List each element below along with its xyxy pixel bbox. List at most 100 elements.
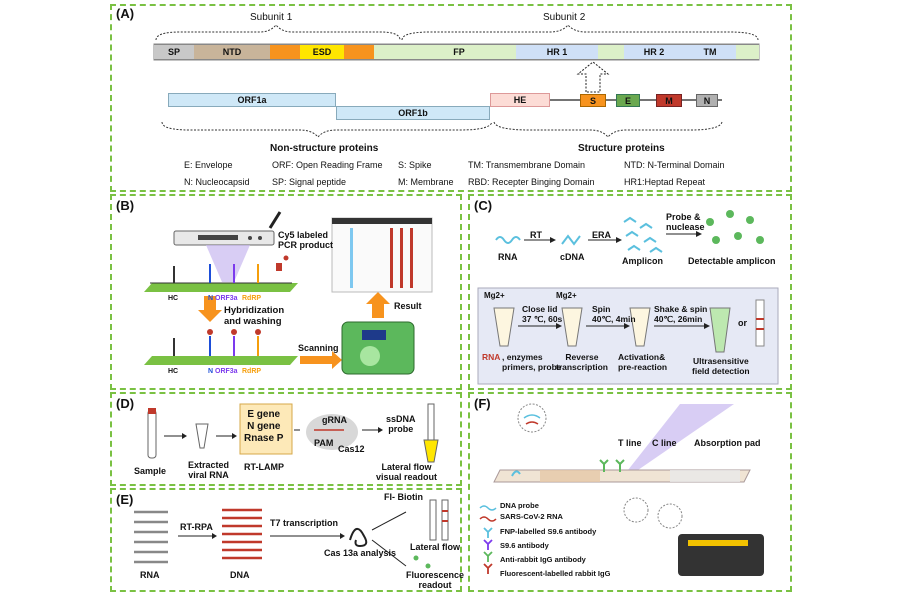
segment-esd-right	[344, 44, 374, 60]
c-shake: Shake & spin 40℃, 26min	[654, 304, 708, 324]
legend-a-6: SP: Signal peptide	[272, 177, 347, 187]
segment-sp: SP	[154, 44, 194, 60]
panel-b-label: (B)	[116, 198, 135, 213]
struct-label: Structure proteins	[578, 143, 665, 154]
f-pad: Absorption pad	[694, 438, 761, 448]
c-ultra: Ultrasensitive field detection	[692, 356, 750, 376]
nonstruct-label: Non-structure proteins	[270, 143, 379, 154]
e-cas13: Cas 13a analysis	[324, 548, 397, 558]
e-t7: T7 transcription	[270, 518, 339, 528]
subunit2-label: Subunit 2	[543, 12, 586, 23]
legend-a-8: RBD: Recepter Binging Domain	[468, 177, 595, 187]
f-legend-5: Fluorescent-labelled rabbit IgG	[500, 569, 611, 578]
c-mg1: Mg2+	[484, 291, 505, 300]
panel-e-label: (E)	[116, 492, 134, 507]
he-bar: HE	[490, 93, 550, 107]
segment-ntd: NTD	[194, 44, 270, 60]
segment-hr1: HR 1	[516, 44, 598, 60]
orf1b-bar: ORF1b	[336, 106, 490, 120]
panel-d	[110, 392, 462, 486]
segment-end	[736, 44, 759, 60]
target-n-2: N	[208, 368, 214, 375]
c-reagents: , enzymes primers, probe	[502, 352, 562, 372]
segment-hr2: HR 2	[624, 44, 684, 60]
c-rt: RT	[530, 230, 542, 240]
target-rdrp-2: RdRP	[242, 368, 262, 375]
d-pam: PAM	[314, 438, 334, 448]
c-rna: RNA	[498, 252, 518, 262]
c-spin: Spin 40℃, 4min	[592, 304, 636, 324]
gene-m: M	[656, 94, 682, 107]
f-cline: C line	[652, 438, 677, 448]
panel-d-label: (D)	[116, 396, 135, 411]
legend-a-5: N: Nucleocapsid	[184, 177, 250, 187]
segment-tm: TM	[684, 44, 736, 60]
target-rdrp-1: RdRP	[242, 295, 262, 302]
legend-a-4: NTD: N-Terminal Domain	[624, 160, 725, 170]
c-amplicon: Amplicon	[622, 256, 664, 266]
d-extracted: Extracted viral RNA	[188, 460, 230, 480]
e-fluor: Fluorescence readout	[406, 570, 465, 590]
panel-b-graphics	[144, 211, 433, 375]
f-legend-0: DNA probe	[500, 501, 539, 510]
hc-label-1: HC	[168, 295, 179, 302]
c-detectable: Detectable amplicon	[688, 256, 776, 266]
f-legend-1: SARS-CoV-2 RNA	[500, 512, 563, 521]
f-legend-3: S9.6 antibody	[500, 541, 549, 550]
e-rtrpa: RT-RPA	[180, 522, 213, 532]
target-orf3a-2: ORF3a	[215, 368, 238, 375]
segment-esd-left	[270, 44, 300, 60]
d-lateral: Lateral flow visual readout	[376, 462, 438, 482]
panel-c-graphics	[477, 210, 779, 385]
c-revtrans: Reverse transcription	[556, 352, 608, 372]
legend-a-7: M: Membrane	[398, 177, 454, 187]
e-rna: RNA	[140, 570, 160, 580]
d-grna: gRNA	[322, 415, 347, 425]
result-label: Result	[394, 301, 422, 311]
c-closelid: Close lid 37 ℃, 60s	[522, 304, 563, 324]
d-ssdna: ssDNA probe	[386, 414, 416, 434]
segment-esd: ESD	[300, 44, 344, 60]
panel-e-graphics	[134, 499, 449, 569]
panel-b	[110, 194, 462, 390]
segment-mid	[598, 44, 624, 60]
e-dna: DNA	[230, 570, 250, 580]
subunit1-label: Subunit 1	[250, 12, 293, 23]
panel-f	[468, 392, 792, 592]
c-activation: Activation& pre-reaction	[618, 352, 668, 372]
d-rtlamp: RT-LAMP	[244, 462, 284, 472]
legend-a-0: E: Envelope	[184, 160, 233, 170]
legend-a-2: S: Spike	[398, 160, 432, 170]
panel-c-label: (C)	[474, 198, 493, 213]
cy5-label: Cy5 labeled PCR product	[278, 230, 333, 250]
panel-d-graphics	[147, 403, 439, 463]
hybridization-label: Hybridization and washing	[224, 305, 285, 327]
legend-a-1: ORF: Open Reading Frame	[272, 160, 383, 170]
panel-a	[110, 4, 792, 192]
hc-label-2: HC	[168, 368, 179, 375]
legend-a-3: TM: Transmembrane Domain	[468, 160, 586, 170]
d-genes: E gene N gene Rnase P	[244, 409, 284, 444]
d-cas12: Cas12	[338, 444, 365, 454]
c-cdna: cDNA	[560, 252, 585, 262]
c-or: or	[738, 318, 747, 328]
f-legend-4: Anti-rabbit IgG antibody	[500, 555, 586, 564]
figure-frame: (A) Subunit 1 Subunit 2 SP NTD ESD FP HR…	[110, 0, 792, 594]
segment-s1-end	[374, 44, 402, 60]
scanning-label: Scanning	[298, 343, 339, 353]
panel-c	[468, 194, 792, 390]
gene-e: E	[616, 94, 640, 107]
c-mg2: Mg2+	[556, 291, 577, 300]
gene-n: N	[696, 94, 718, 107]
f-legend-2: FNP-labelled S9.6 antibody	[500, 527, 597, 536]
panel-f-label: (F)	[474, 396, 491, 411]
d-sample: Sample	[134, 466, 167, 476]
segment-fp: FP	[402, 44, 516, 60]
c-era: ERA	[592, 230, 612, 240]
e-lateral: Lateral flow	[410, 542, 461, 552]
c-reagents-red: RNA	[482, 352, 501, 362]
panel-f-graphics	[479, 403, 764, 576]
f-tline: T line	[618, 438, 642, 448]
panel-e	[110, 488, 462, 592]
orf1a-bar: ORF1a	[168, 93, 336, 107]
